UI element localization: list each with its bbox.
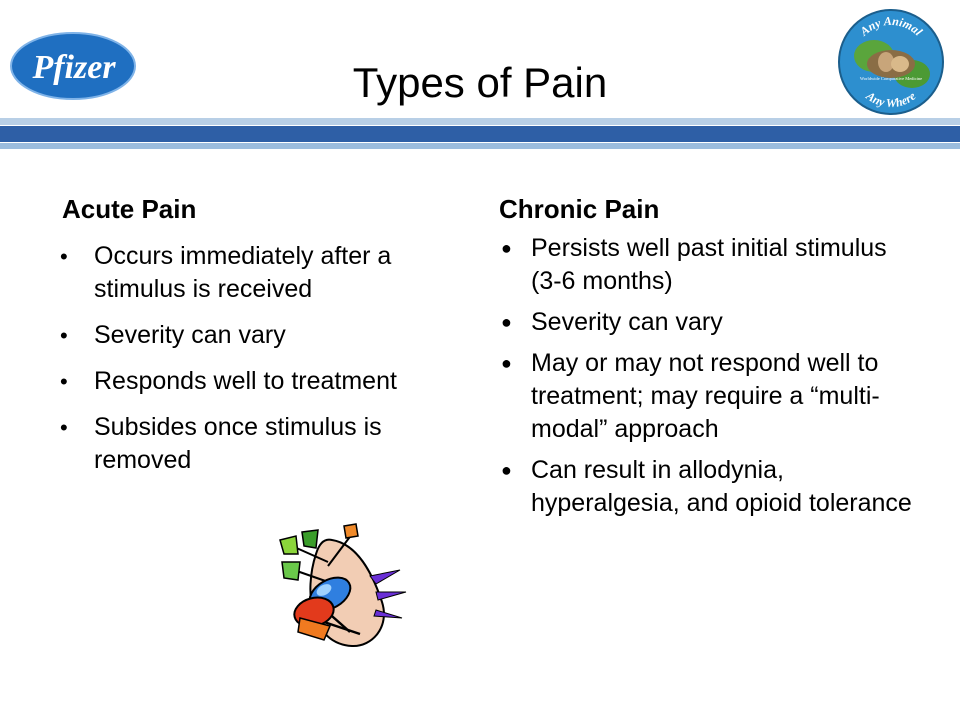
chronic-pain-list: Persists well past initial stimulus (3-6… (497, 232, 917, 528)
pfizer-logo-text: Pfizer (31, 49, 116, 86)
acute-pain-list: Occurs immediately after a stimulus is r… (60, 240, 460, 490)
pushpin-pain-clipart-icon (279, 523, 407, 648)
list-item: May or may not respond well to treatment… (497, 347, 917, 446)
acute-pain-heading: Acute Pain (62, 194, 197, 224)
list-item: Subsides once stimulus is removed (60, 411, 460, 477)
chronic-pain-heading: Chronic Pain (499, 194, 660, 224)
list-item: Occurs immediately after a stimulus is r… (60, 240, 460, 306)
slide-title: Types of Pain (352, 59, 608, 106)
any-animal-logo-icon: Any Animal Worldwide Comparative Medicin… (838, 9, 944, 115)
header-band-light (0, 118, 960, 125)
list-item: Severity can vary (60, 319, 460, 352)
pfizer-logo-icon: Pfizer (10, 32, 136, 100)
list-item: Severity can vary (497, 306, 917, 339)
list-item: Can result in allodynia, hyperalgesia, a… (497, 454, 917, 520)
any-animal-center-text: Worldwide Comparative Medicine (860, 76, 922, 81)
any-animal-bottom-text: Any Where (863, 88, 919, 110)
header-band-light-bottom (0, 143, 960, 149)
header-band-dark (0, 126, 960, 142)
list-item: Responds well to treatment (60, 365, 460, 398)
list-item: Persists well past initial stimulus (3-6… (497, 232, 917, 298)
